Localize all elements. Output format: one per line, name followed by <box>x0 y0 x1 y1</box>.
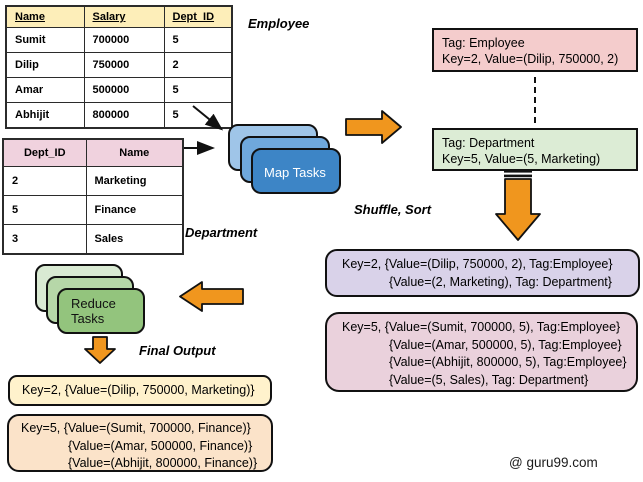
key5-group-line2: {Value=(Amar, 500000, 5), Tag:Employee} <box>389 337 622 352</box>
tag-department-box: Tag: Department Key=5, Value=(5, Marketi… <box>432 128 638 171</box>
key5-output-line1: Key=5, {Value=(Sumit, 700000, Finance)} <box>21 421 251 435</box>
table-row: Amar 500000 5 <box>5 77 233 103</box>
cell: Marketing <box>85 166 184 196</box>
key2-output-box: Key=2, {Value=(Dilip, 750000, Marketing)… <box>8 375 272 406</box>
table-row: 3 Sales <box>2 224 184 255</box>
key5-group-line4: {Value=(5, Sales), Tag: Department} <box>389 372 589 387</box>
cell: 5 <box>163 27 233 53</box>
key2-group-box: Key=2, {Value=(Dilip, 750000, 2), Tag:Em… <box>325 249 640 297</box>
cell: 2 <box>2 166 87 196</box>
reduce-tasks-label-line2: Tasks <box>71 311 105 326</box>
department-header-deptid: Dept_ID <box>2 138 87 167</box>
employee-header-salary: Salary <box>83 5 165 28</box>
shuffle-sort-down-arrow <box>495 170 541 241</box>
cell: 800000 <box>83 102 165 129</box>
department-table-header-row: Dept_ID Name <box>2 138 184 167</box>
key5-group-line3: {Value=(Abhijit, 800000, 5), Tag:Employe… <box>389 355 627 369</box>
cell: Sumit <box>5 27 85 53</box>
map-tasks-label: Map Tasks <box>264 165 326 180</box>
key2-group-line1: Key=2, {Value=(Dilip, 750000, 2), Tag:Em… <box>342 257 613 271</box>
table-row: Sumit 700000 5 <box>5 27 233 53</box>
map-to-tags-arrow <box>345 110 402 144</box>
cell: 5 <box>163 77 233 103</box>
employee-header-deptid: Dept_ID <box>163 5 233 28</box>
cell: 5 <box>2 195 87 225</box>
dashed-connector <box>534 77 536 123</box>
key5-output-box: Key=5, {Value=(Sumit, 700000, Finance)} … <box>7 414 273 472</box>
department-to-map-arrow <box>184 141 215 155</box>
guru99-watermark: @ guru99.com <box>509 455 598 470</box>
tag-employee-line2: Key=2, Value=(Dilip, 750000, 2) <box>442 52 619 66</box>
cell: 2 <box>163 52 233 78</box>
employee-to-map-arrow <box>192 105 224 131</box>
key5-group-box: Key=5, {Value=(Sumit, 700000, 5), Tag:Em… <box>325 312 638 392</box>
cell: Dilip <box>5 52 85 78</box>
reduce-to-output-arrow <box>84 336 116 364</box>
cell: Sales <box>85 224 184 255</box>
key2-output-line1: Key=2, {Value=(Dilip, 750000, Marketing)… <box>22 383 255 397</box>
department-header-name: Name <box>85 138 184 167</box>
groups-to-reduce-arrow <box>179 281 244 312</box>
tag-employee-box: Tag: Employee Key=2, Value=(Dilip, 75000… <box>432 28 638 72</box>
department-label: Department <box>185 225 258 240</box>
key5-group-line1: Key=5, {Value=(Sumit, 700000, 5), Tag:Em… <box>342 320 621 334</box>
reduce-task-card-front: Reduce Tasks <box>57 288 145 334</box>
tag-department-line1: Tag: Department <box>442 136 535 150</box>
cell: 750000 <box>83 52 165 78</box>
tag-department-line2: Key=5, Value=(5, Marketing) <box>442 152 601 166</box>
employee-label: Employee <box>248 16 310 31</box>
employee-table: Name Salary Dept_ID Sumit 700000 5 Dilip… <box>5 5 233 129</box>
table-row: 2 Marketing <box>2 166 184 196</box>
reduce-tasks-label-line1: Reduce <box>71 296 116 311</box>
cell: Finance <box>85 195 184 225</box>
cell: Amar <box>5 77 85 103</box>
cell: 3 <box>2 224 87 255</box>
table-row: 5 Finance <box>2 195 184 225</box>
cell: 700000 <box>83 27 165 53</box>
final-output-label: Final Output <box>139 343 216 358</box>
key5-output-line3: {Value=(Abhijit, 800000, Finance)} <box>68 456 258 470</box>
employee-header-name: Name <box>5 5 85 28</box>
key5-output-line2: {Value=(Amar, 500000, Finance)} <box>68 438 253 453</box>
department-table: Dept_ID Name 2 Marketing 5 Finance 3 Sal… <box>2 138 184 255</box>
shuffle-sort-label: Shuffle, Sort <box>354 202 432 217</box>
tag-employee-line1: Tag: Employee <box>442 36 525 50</box>
cell: Abhijit <box>5 102 85 129</box>
table-row: Dilip 750000 2 <box>5 52 233 78</box>
map-task-card-front: Map Tasks <box>251 148 341 194</box>
employee-table-header-row: Name Salary Dept_ID <box>5 5 233 28</box>
key2-group-line2: {Value=(2, Marketing), Tag: Department} <box>389 274 612 289</box>
cell: 500000 <box>83 77 165 103</box>
